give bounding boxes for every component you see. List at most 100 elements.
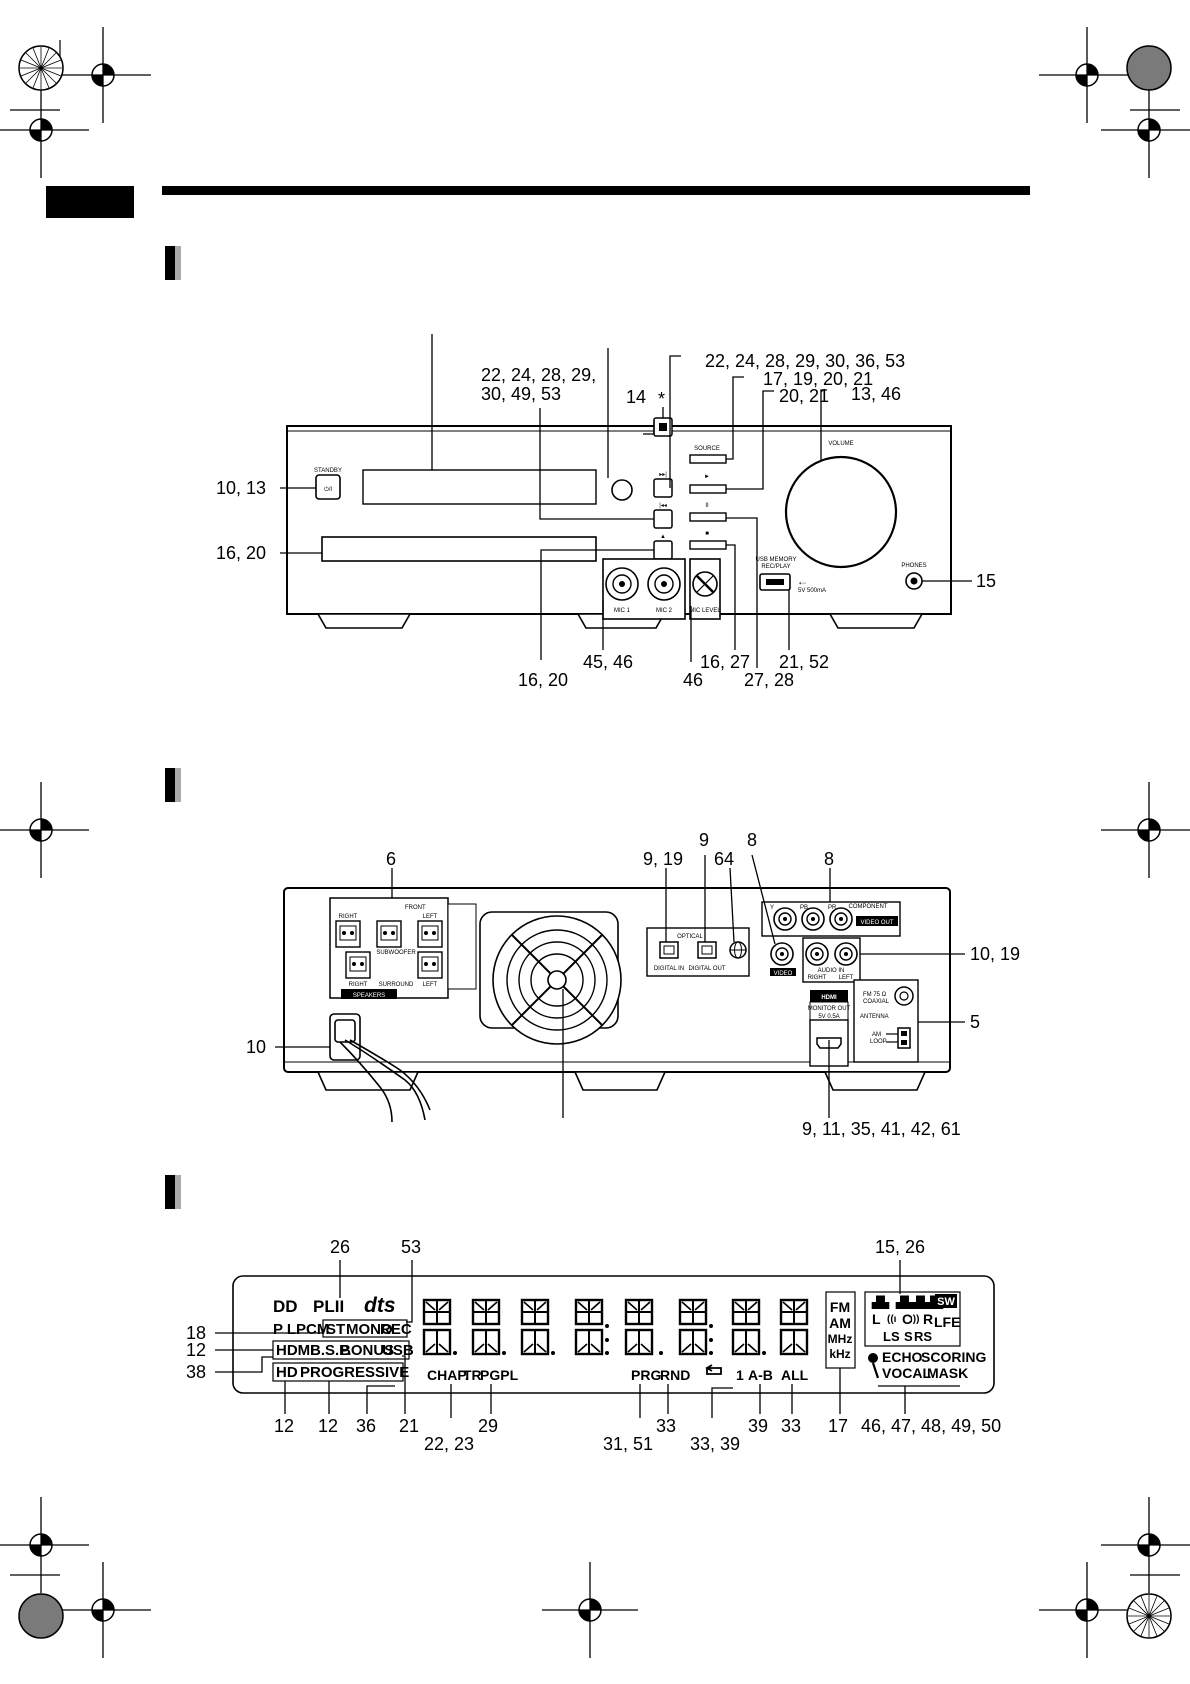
mic2-label: MIC 2 [656, 608, 673, 614]
callout-front-21-52: 21, 52 [779, 652, 829, 672]
rear-callouts: 6 9, 19 9 64 8 8 10, 19 5 10 9, 11, 35, … [246, 830, 1020, 1139]
source-button[interactable] [689, 454, 727, 464]
callout-front-16-20-bottom: 16, 20 [518, 670, 568, 690]
monitor-out-label: MONITOR OUT [808, 1006, 851, 1012]
usb-indicator: USB [382, 1342, 414, 1359]
mic1-label: MIC 1 [614, 608, 631, 614]
front-panel: ⏻/I STANDBY ▸▸| |◂◂ ▲ MIC 1 MIC 2 MIC LE… [286, 417, 952, 629]
callout-disp-21: 21 [399, 1416, 419, 1436]
callout-front-20-21: 20, 21 [779, 386, 829, 406]
header-rule [162, 186, 1030, 195]
mic-jacks[interactable]: MIC 1 MIC 2 [602, 558, 686, 620]
callout-disp-12-left: 12 [186, 1340, 206, 1360]
component-y-jack[interactable] [773, 907, 797, 931]
callout-disp-17: 17 [828, 1416, 848, 1436]
antenna-terminals: FM 75 Ω COAXIAL ANTENNA AM LOOP [853, 979, 919, 1063]
svg-text:RIGHT: RIGHT [808, 975, 827, 981]
callout-disp-39: 39 [748, 1416, 768, 1436]
svg-text:LEFT: LEFT [423, 982, 438, 988]
digital-out-port[interactable] [697, 941, 717, 959]
callout-rear-8a: 8 [747, 830, 757, 850]
surround-left-terminal[interactable] [417, 951, 443, 979]
subwoofer-terminal[interactable] [376, 920, 402, 948]
audio-in-jacks: AUDIO IN RIGHT LEFT [802, 937, 861, 983]
phones-jack[interactable] [905, 572, 923, 590]
svg-text:▲: ▲ [660, 534, 666, 540]
stop-button[interactable] [689, 540, 727, 550]
prg-indicator: PRG [631, 1367, 661, 1383]
audio-in-left-jack[interactable] [834, 942, 858, 966]
svg-text:LOOP: LOOP [870, 1039, 887, 1045]
volume-knob[interactable] [784, 455, 898, 569]
callout-disp-12-b2: 12 [318, 1416, 338, 1436]
usb-memory-label: USB MEMORY [756, 557, 797, 563]
callout-disp-33-39: 33, 39 [690, 1434, 740, 1454]
repeat-one-indicator: 1 [736, 1367, 744, 1383]
pause-button[interactable] [689, 512, 727, 522]
svg-text:LEFT: LEFT [423, 914, 438, 920]
chap-indicator: CHAP. [427, 1367, 469, 1383]
svg-text:RIGHT: RIGHT [339, 914, 358, 920]
fm-antenna-jack[interactable] [894, 986, 914, 1006]
callout-front-star: * [658, 389, 665, 409]
display-window: DD PLII dts P L PCM ST MONO REC HDMI B.S… [232, 1275, 995, 1394]
callout-rear-5: 5 [970, 1012, 980, 1032]
repeat-icon [705, 1364, 722, 1375]
callout-front-13-46: 13, 46 [851, 384, 901, 404]
am-antenna-terminal[interactable] [886, 1027, 911, 1049]
fm-indicator: FM [830, 1299, 850, 1315]
rec-indicator: REC [380, 1321, 412, 1338]
mic-level-knob[interactable]: MIC LEVEL [689, 558, 721, 620]
svg-text:C: C [902, 1311, 912, 1327]
sw-indicator: SW [937, 1296, 955, 1308]
svg-text:LS: LS [883, 1329, 900, 1344]
am-indicator: AM [829, 1315, 851, 1331]
svg-text:R: R [923, 1311, 933, 1327]
subwoofer-label: SUBWOOFER [376, 950, 416, 956]
dolby-pl2-indicator: PLII [313, 1297, 344, 1316]
audio-in-right-jack[interactable] [805, 942, 829, 966]
play-button[interactable] [689, 484, 727, 494]
pl-indicator: P L [273, 1321, 296, 1338]
antenna-label: ANTENNA [860, 1014, 889, 1020]
callout-front-30-53: 30, 49, 53 [481, 384, 561, 404]
svg-text:Y: Y [770, 905, 774, 911]
callout-rear-10-19: 10, 19 [970, 944, 1020, 964]
callout-disp-31-51: 31, 51 [603, 1434, 653, 1454]
cooling-fan [479, 911, 622, 1045]
usb-port[interactable] [759, 573, 791, 591]
digital-in-port[interactable] [659, 941, 679, 959]
callout-disp-22-23: 22, 23 [424, 1434, 474, 1454]
surround-right-terminal[interactable] [345, 951, 371, 979]
svg-text:►: ► [704, 474, 710, 480]
svg-text:▸▸|: ▸▸| [659, 472, 667, 478]
speakers-label: SPEAKERS [353, 993, 385, 999]
component-pr-jack[interactable] [829, 907, 853, 931]
color-bars [18, 45, 1172, 1639]
usb-icon: ⇠◦ [799, 581, 806, 587]
callout-front-16-20-left: 16, 20 [216, 543, 266, 563]
power-cord [329, 1013, 431, 1123]
front-left-terminal[interactable] [417, 920, 443, 948]
callout-disp-15-26: 15, 26 [875, 1237, 925, 1257]
component-pb-jack[interactable] [801, 907, 825, 931]
rear-leader-lines [275, 854, 965, 1118]
bsp-indicator: B.S.P. [310, 1342, 351, 1359]
pcm-indicator: PCM [296, 1321, 329, 1338]
standby-button[interactable]: ⏻/I [315, 474, 341, 500]
callout-disp-36: 36 [356, 1416, 376, 1436]
front-leader-lines [280, 334, 972, 668]
composite-video-jack[interactable] [770, 942, 794, 966]
skip-forward-button[interactable]: ▸▸| [653, 472, 673, 498]
crop-marks [0, 26, 1190, 1659]
front-right-terminal[interactable] [335, 920, 361, 948]
disc-tray[interactable] [321, 536, 597, 562]
callout-rear-9: 9 [699, 830, 709, 850]
section-marker-front [165, 246, 175, 280]
lfe-indicator: LFE [934, 1314, 960, 1330]
svg-text:((ı: ((ı [887, 1314, 897, 1325]
callout-disp-53: 53 [401, 1237, 421, 1257]
callout-disp-18: 18 [186, 1323, 206, 1343]
source-button-small[interactable] [653, 417, 673, 437]
